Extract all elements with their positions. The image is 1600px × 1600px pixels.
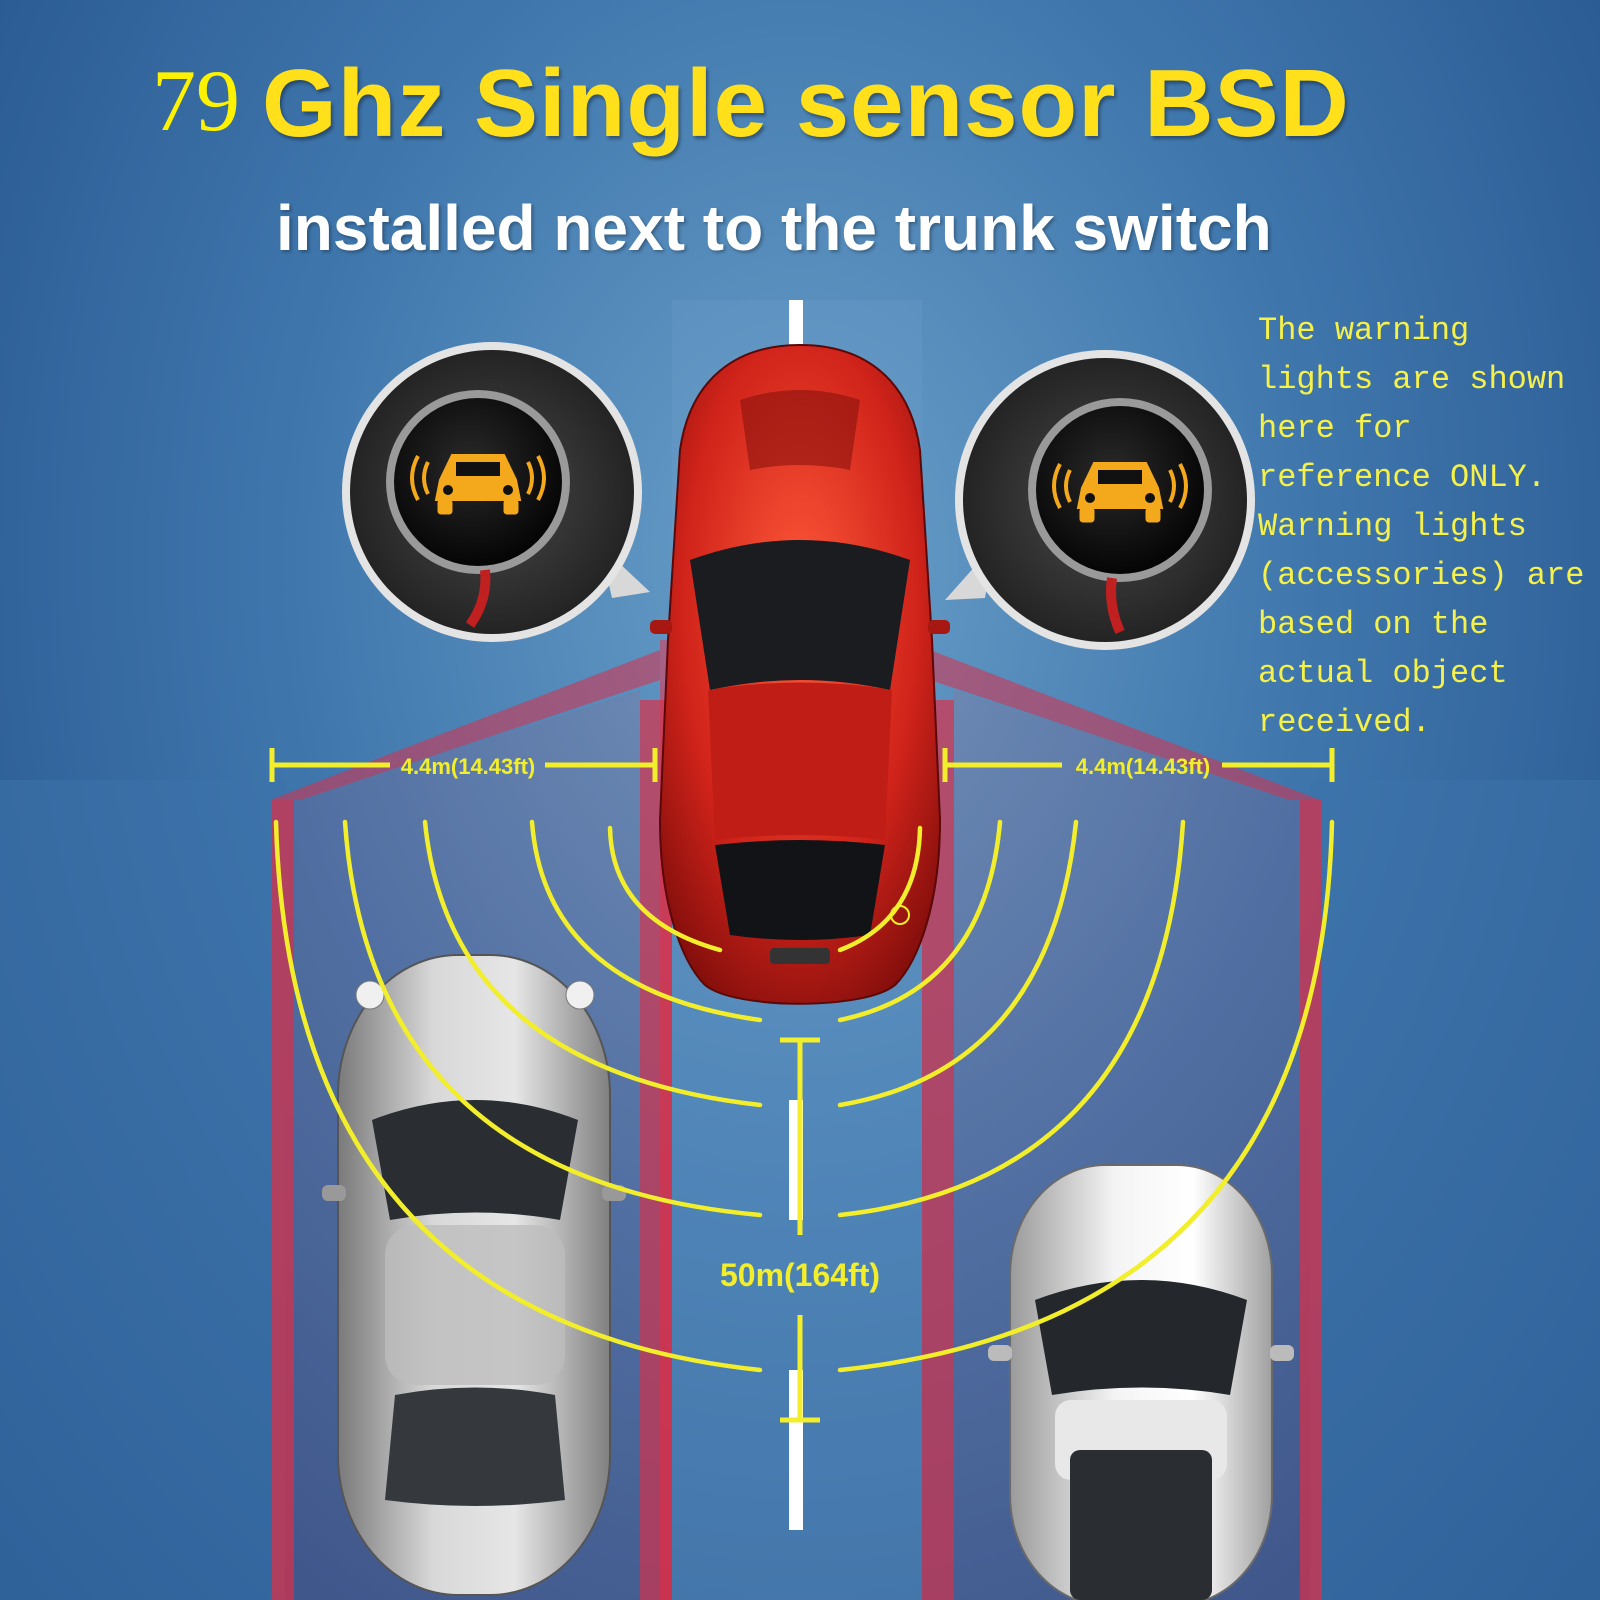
blind-spot-warning-icon-left	[410, 454, 546, 515]
left-width-label: 4.4m(14.43ft)	[401, 754, 536, 779]
disclaimer-note: The warning lights are shown here for re…	[1258, 306, 1598, 747]
disclaimer-line: (accessories) are	[1258, 557, 1585, 594]
disclaimer-line: here for	[1258, 410, 1412, 447]
blind-spot-warning-icon-right	[1052, 462, 1188, 523]
page-subtitle: installed next to the trunk switch	[276, 192, 1272, 264]
left-warning-light-callout	[342, 342, 650, 642]
white-car	[988, 1164, 1294, 1600]
left-width-marker	[269, 748, 658, 782]
page-title: Ghz Single sensor BSD	[262, 50, 1350, 157]
right-warning-light-callout	[945, 350, 1255, 650]
disclaimer-line: lights are shown	[1258, 361, 1566, 398]
disclaimer-line: actual object	[1258, 655, 1508, 692]
rear-range-marker	[780, 1037, 820, 1423]
host-car	[650, 343, 950, 1005]
disclaimer-line: The warning	[1258, 312, 1470, 349]
right-width-marker	[942, 748, 1335, 782]
right-width-label: 4.4m(14.43ft)	[1076, 754, 1211, 779]
disclaimer-line: based on the	[1258, 606, 1489, 643]
disclaimer-line: reference ONLY.	[1258, 459, 1547, 496]
title-frequency: 79	[152, 53, 240, 150]
radar-arcs	[273, 819, 1335, 1373]
disclaimer-line: received.	[1258, 704, 1431, 741]
disclaimer-line: Warning lights	[1258, 508, 1527, 545]
silver-car	[322, 954, 626, 1596]
rear-range-label: 50m(164ft)	[720, 1257, 880, 1293]
